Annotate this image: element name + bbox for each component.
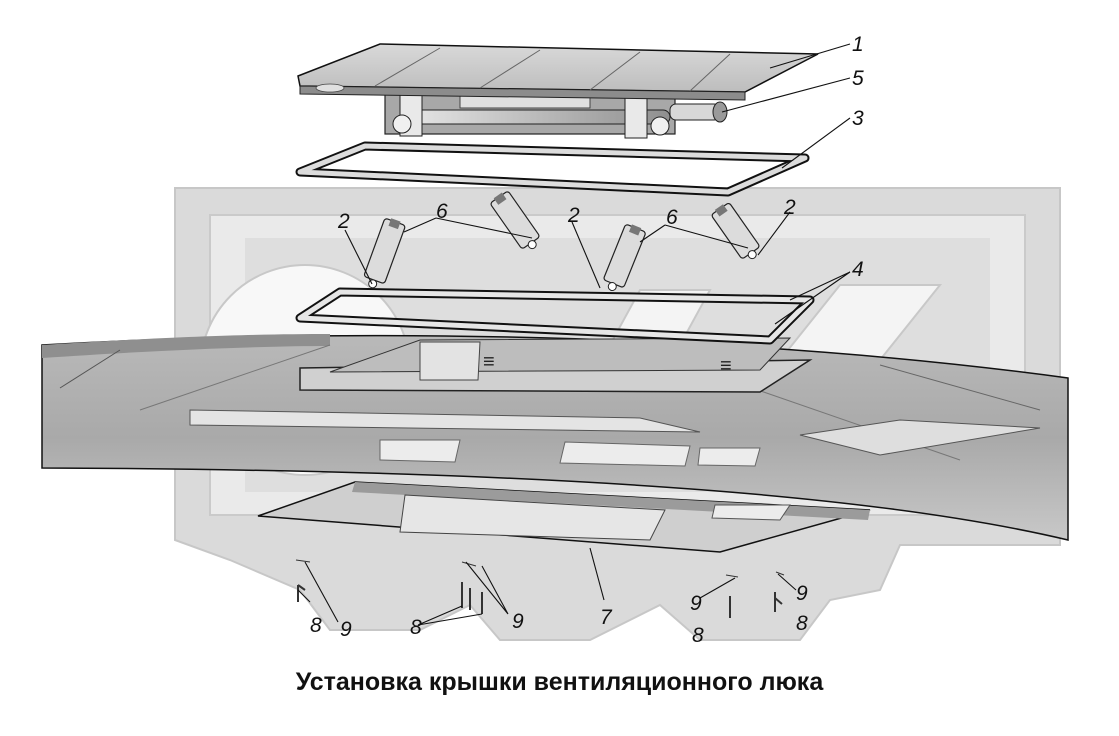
svg-text:≡: ≡ <box>483 351 495 373</box>
roof-opening: ≡ ≡ <box>299 337 813 393</box>
callout-2-left: 2 <box>337 210 350 233</box>
callout-6-left: 6 <box>436 200 448 223</box>
callout-5: 5 <box>852 67 864 90</box>
callout-3: 3 <box>852 107 864 130</box>
callout-6-right: 6 <box>666 206 678 229</box>
roof-panel <box>41 334 1069 541</box>
fasteners <box>295 559 785 618</box>
callout-8-left: 8 <box>310 614 322 637</box>
callout-2-center: 2 <box>567 204 580 227</box>
inner-trim-part-7 <box>257 481 871 553</box>
leader-lines <box>297 43 851 626</box>
callout-8-center: 8 <box>410 616 422 639</box>
callout-9-left: 9 <box>340 618 352 641</box>
svg-text:≡: ≡ <box>720 355 732 377</box>
callout-4: 4 <box>852 258 864 281</box>
gas-strut-right <box>711 202 760 260</box>
callout-labels: 1 5 3 2 6 2 6 2 4 7 8 9 8 9 9 8 9 8 <box>310 33 864 647</box>
figure-caption: Установка крышки вентиляционного люка <box>295 668 824 696</box>
lid-part-1 <box>297 43 819 101</box>
callout-9-right-inner: 9 <box>690 592 702 615</box>
callout-7: 7 <box>600 606 613 629</box>
callout-2-right: 2 <box>783 196 796 219</box>
gas-strut-center-right <box>603 224 646 292</box>
callout-1: 1 <box>852 33 864 56</box>
gas-strut-center-left <box>490 191 540 250</box>
gas-strut-left <box>363 218 406 289</box>
gasket-frame-part-3 <box>295 141 810 197</box>
callout-8-right-outer: 8 <box>796 612 808 635</box>
callout-9-center: 9 <box>512 610 524 633</box>
callout-9-right-outer: 9 <box>796 582 808 605</box>
callout-8-right-inner: 8 <box>692 624 704 647</box>
